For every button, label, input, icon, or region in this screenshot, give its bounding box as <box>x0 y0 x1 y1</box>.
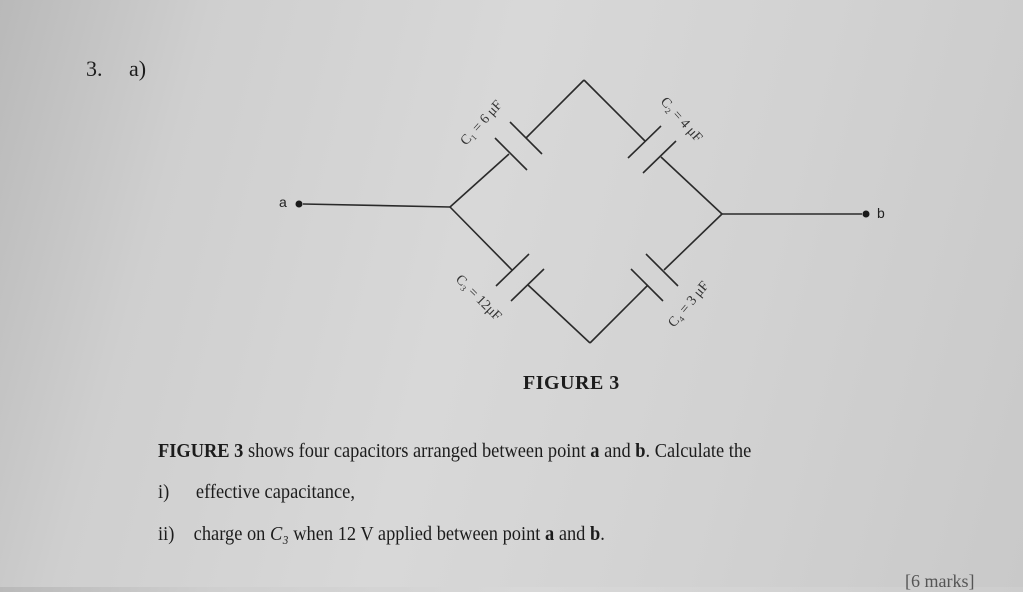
figure-caption: FIGURE 3 <box>523 372 620 394</box>
c3-plate-2 <box>510 268 545 302</box>
c2-plate-2 <box>642 140 677 174</box>
item-marker: ii) <box>158 523 175 545</box>
wire-a <box>302 203 451 208</box>
c4-plate-1 <box>630 268 664 302</box>
c3-plate-1 <box>495 253 530 287</box>
c4-label: C₄ = 3 μF <box>666 279 713 331</box>
c1-plate-2 <box>509 121 543 155</box>
c2-label: C₂ = 4 μF <box>657 95 705 146</box>
c2-plate-1 <box>627 125 662 159</box>
c1-plate-1 <box>494 137 528 171</box>
question-part: a) <box>129 56 147 81</box>
marks-label: [6 marks] <box>905 571 975 591</box>
node-b-dot <box>862 210 870 218</box>
item-text: effective capacitance, <box>195 481 355 503</box>
c3-symbol: C₃ <box>269 523 289 545</box>
sub-question-i: i) effective capacitance, <box>158 481 355 504</box>
question-intro: FIGURE 3 shows four capacitors arranged … <box>158 440 752 462</box>
c3-label: C₃ = 12μF <box>452 272 504 324</box>
node-a-label: a <box>279 194 287 210</box>
node-b-label: b <box>877 205 885 221</box>
item-marker: i) <box>158 481 170 503</box>
sub-question-ii: ii) charge on C₃ when 12 V applied betwe… <box>158 523 605 545</box>
node-a-dot <box>295 200 303 208</box>
question-number: 3. <box>86 56 103 81</box>
c4-plate-2 <box>645 253 679 287</box>
